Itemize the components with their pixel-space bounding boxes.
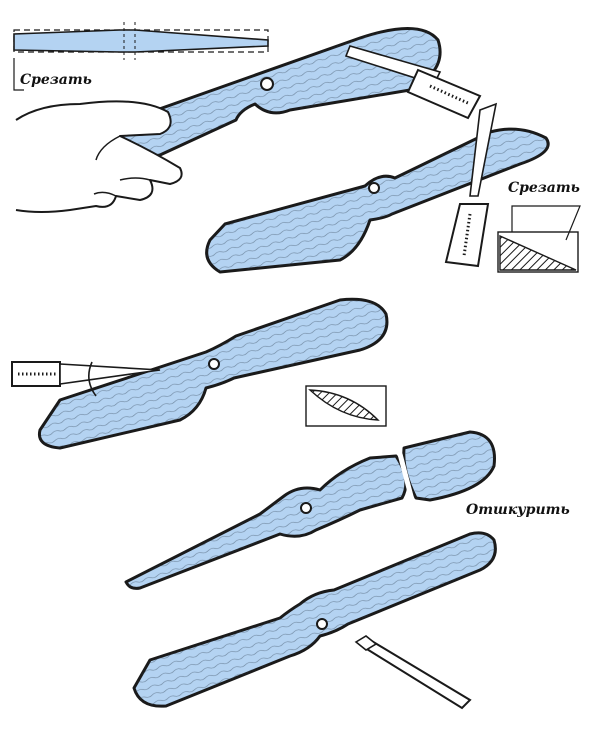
step4-sanding-propeller — [124, 430, 496, 590]
utility-knife-icon — [11, 361, 161, 397]
hand-icon — [15, 100, 183, 213]
hub-hole — [300, 502, 312, 514]
utility-knife-icon — [344, 45, 482, 120]
step2-carving-blank — [205, 102, 550, 274]
hub-hole — [208, 358, 220, 370]
step3-section-box — [305, 385, 387, 427]
step5-finished-propeller — [132, 531, 497, 708]
hub-hole — [260, 77, 274, 91]
step1-blank-in-hand — [15, 27, 482, 213]
step2-section-box — [497, 205, 581, 273]
cut-label-top: Срезать — [20, 72, 92, 88]
cut-label-right: Срезать — [508, 180, 580, 196]
sand-label: Отшкурить — [466, 502, 570, 518]
utility-knife-icon — [444, 102, 498, 268]
sanding-tool-icon — [354, 635, 472, 710]
hub-hole — [368, 182, 380, 194]
step3-shaping-blade — [11, 297, 389, 450]
hub-hole — [316, 618, 328, 630]
step1-profile-sketch — [13, 22, 269, 91]
